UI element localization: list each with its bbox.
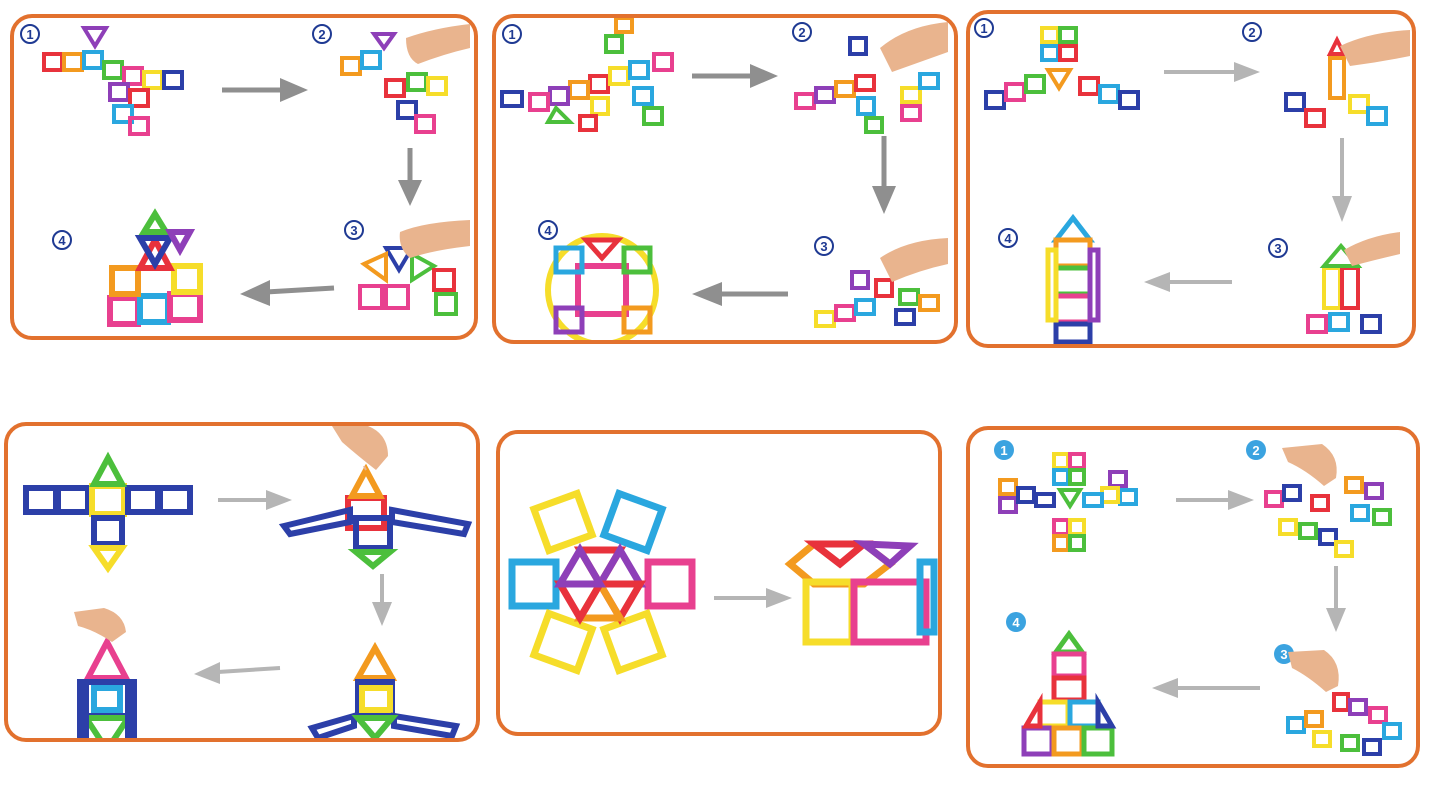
step-badge-2: 2 [312,24,332,44]
svg-text:1: 1 [980,21,987,36]
svg-text:3: 3 [350,223,357,238]
tile-layout-lifting [814,270,940,328]
arrow-right-icon [218,490,292,510]
svg-text:2: 2 [1252,443,1259,458]
step-badge-3: 3 [1268,238,1288,258]
hand-icon [74,608,126,642]
panel-house-build: 1 2 3 4 [10,14,478,340]
step-badge-2: 2 [792,22,812,42]
tile-layout-flat [984,26,1140,110]
tile-layout-star [500,18,674,132]
svg-text:2: 2 [798,25,805,40]
svg-text:4: 4 [58,233,66,248]
svg-text:4: 4 [1012,615,1020,630]
panel-dome-build: 1 2 3 4 [966,426,1420,768]
arrow-right-icon [692,64,778,88]
step-badge-3: 3 [814,236,834,256]
dome-build-illustration: 1 2 3 4 [994,440,1402,757]
hand-icon [332,426,388,471]
hand-icon [399,220,470,258]
tile-model-tower [1045,213,1101,344]
step-badge-3: 3 [344,220,364,240]
arrow-right-icon [1164,62,1260,82]
hand-icon [406,24,470,64]
step-badge-4: 4 [52,230,72,250]
svg-text:1: 1 [1000,443,1007,458]
tile-layout-flower [998,452,1138,552]
tower-build-illustration: 1 2 3 4 [974,18,1410,344]
arrow-right-icon [1176,490,1254,510]
arrow-down-icon [1326,566,1346,632]
arrow-right-icon [714,588,792,608]
panel-hexagon-build [496,430,942,736]
svg-text:3: 3 [820,239,827,254]
tile-layout-flower [508,488,696,676]
step-badge-1: 1 [994,440,1014,460]
ball-build-illustration: 1 2 3 4 [500,18,948,340]
tile-layout-lifting [278,463,473,570]
tile-layout-flat [42,26,184,136]
hand-icon [1344,232,1400,266]
step-badge-4: 4 [998,228,1018,248]
tile-layout-cross [23,451,193,574]
arrow-left-icon [194,662,281,684]
svg-text:1: 1 [508,27,515,42]
hand-icon [1282,444,1337,486]
step-badge-1: 1 [502,24,522,44]
step-badge-4: 4 [538,220,558,240]
hand-icon [880,22,948,72]
panel-rocket-build [4,422,480,742]
svg-text:4: 4 [1004,231,1012,246]
panel-tower-build: 1 2 3 4 [966,10,1416,348]
step-badge-1: 1 [20,24,40,44]
tile-layout-standing [307,641,461,738]
tile-layout-lifting [1306,242,1382,334]
svg-text:3: 3 [1280,647,1287,662]
arrow-left-icon [1152,678,1260,698]
tile-model-hexagon [784,540,938,646]
tile-model-dome [1021,629,1117,757]
step-badge-2: 2 [1242,22,1262,42]
tile-layout-folding [1284,35,1388,128]
step-badge-1: 1 [974,18,994,38]
tile-model-rocket [77,635,137,738]
rocket-build-illustration [23,426,473,738]
svg-text:2: 2 [1248,25,1255,40]
house-build-illustration: 1 2 3 4 [20,24,470,327]
arrow-left-icon [692,282,788,306]
svg-text:2: 2 [318,27,325,42]
arrow-left-icon [1144,272,1232,292]
tile-layout-folding [794,36,940,134]
hand-icon [880,238,948,282]
tile-layout-folding [1264,476,1392,558]
panel-ball-build: 1 2 3 4 [492,14,958,344]
hexagon-build-illustration [508,488,938,676]
arrow-down-icon [372,574,392,626]
svg-text:3: 3 [1274,241,1281,256]
step-number: 1 [26,27,33,42]
arrow-right-icon [222,78,308,102]
hand-icon [1288,650,1339,692]
tile-layout-lifting [358,246,458,316]
tile-layout-folding [340,32,448,134]
arrow-down-icon [872,136,896,214]
svg-text:4: 4 [544,223,552,238]
step-badge-4: 4 [1006,612,1026,632]
tile-layout-lifting [1286,692,1402,756]
tile-model-ball [545,233,659,340]
arrow-down-icon [398,148,422,206]
arrow-down-icon [1332,138,1352,222]
arrow-left-icon [240,280,335,306]
step-badge-3: 3 [1274,644,1294,664]
tile-model-house [107,208,203,327]
hand-icon [1340,30,1410,66]
step-badge-2: 2 [1246,440,1266,460]
